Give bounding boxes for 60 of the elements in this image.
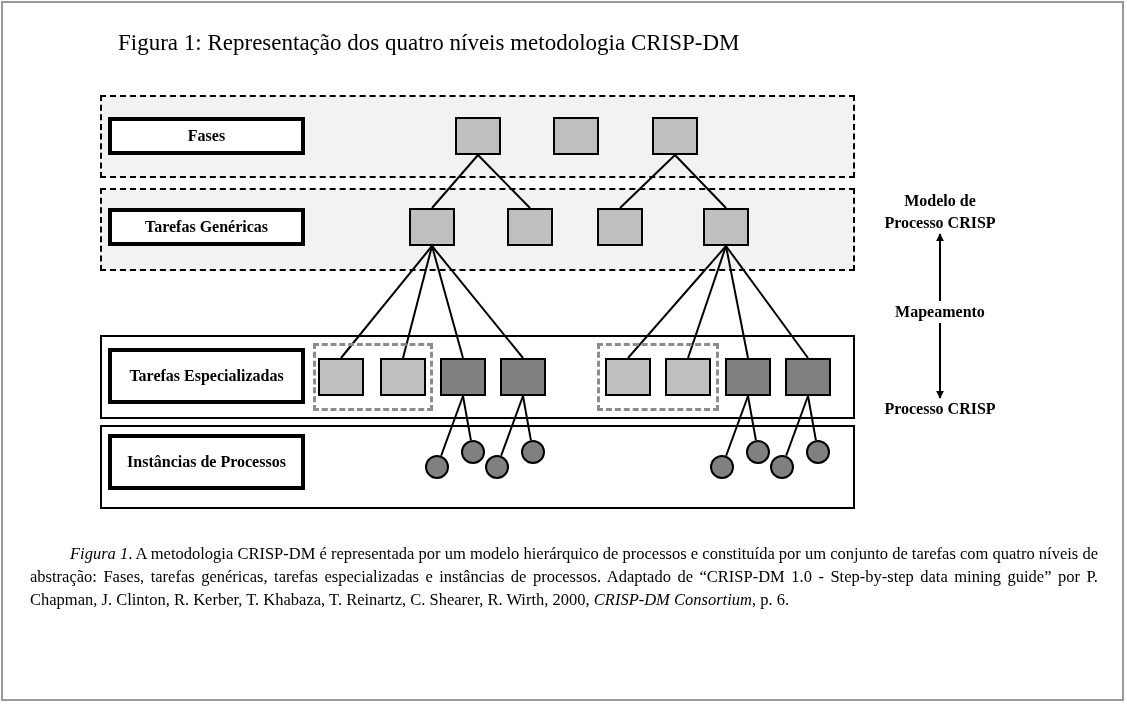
figure-caption: Figura 1. A metodologia CRISP-DM é representada por um modelo hierárquico de processos e constituída por um conjunto de tarefas com quatro níveis de abstração: Fases, tarefas genéricas, tarefas especializadas e instâncias de processos. Adaptado de “CRISP-DM 1.0 - Step-by-step data mining guide” por P. Chapman, J. Clinton, R. Kerber, T. Khabaza, T. Reinartz, C. Shearer, R. Wirth, 2000, CRISP-DM Consortium, p. 6.	[30, 543, 1098, 612]
connector-line	[340, 245, 433, 359]
instance-circle	[425, 455, 449, 479]
level-band	[100, 95, 855, 178]
phase-square	[553, 117, 599, 155]
arrow	[936, 322, 944, 399]
connector-line	[431, 245, 464, 359]
connector-line	[785, 395, 809, 457]
side-label: Modelo de Processo CRISP	[880, 190, 1000, 234]
task-square	[605, 358, 651, 396]
connector-line	[725, 245, 809, 359]
connector-line	[440, 395, 464, 457]
level-band	[100, 188, 855, 271]
level-label: Fases	[108, 117, 305, 155]
figure-title: Figura 1: Representação dos quatro níveis metodologia CRISP-DM	[118, 30, 740, 56]
instance-circle	[521, 440, 545, 464]
arrow	[936, 233, 944, 302]
task-square	[409, 208, 455, 246]
connector-line	[431, 245, 524, 359]
task-square	[507, 208, 553, 246]
phase-square	[455, 117, 501, 155]
task-square	[380, 358, 426, 396]
instance-circle	[746, 440, 770, 464]
instance-circle	[770, 455, 794, 479]
instance-circle	[710, 455, 734, 479]
connector-line	[687, 245, 727, 359]
phase-square	[652, 117, 698, 155]
connector-line	[725, 395, 749, 457]
level-label: Instâncias de Processos	[108, 434, 305, 490]
connector-line	[619, 154, 676, 209]
level-label: Tarefas Especializadas	[108, 348, 305, 404]
level-band	[100, 335, 855, 419]
task-square	[785, 358, 831, 396]
task-square	[500, 358, 546, 396]
side-label: Mapeamento	[880, 301, 1000, 323]
connector-line	[807, 395, 817, 442]
connector-line	[674, 154, 727, 209]
connector-line	[725, 245, 749, 359]
connector-line	[402, 245, 433, 359]
connector-line	[627, 245, 727, 359]
instance-circle	[461, 440, 485, 464]
task-square	[703, 208, 749, 246]
side-label: Processo CRISP	[880, 398, 1000, 420]
dashed-group-box	[597, 343, 719, 411]
task-square	[440, 358, 486, 396]
task-square	[725, 358, 771, 396]
connector-line	[431, 154, 479, 209]
connector-line	[477, 154, 531, 209]
dashed-group-box	[313, 343, 433, 411]
connector-line	[500, 395, 524, 457]
task-square	[597, 208, 643, 246]
level-label: Tarefas Genéricas	[108, 208, 305, 246]
task-square	[318, 358, 364, 396]
connector-line	[522, 395, 532, 442]
connector-line	[462, 395, 472, 442]
task-square	[665, 358, 711, 396]
instance-circle	[806, 440, 830, 464]
level-band	[100, 425, 855, 509]
connector-line	[747, 395, 757, 442]
instance-circle	[485, 455, 509, 479]
